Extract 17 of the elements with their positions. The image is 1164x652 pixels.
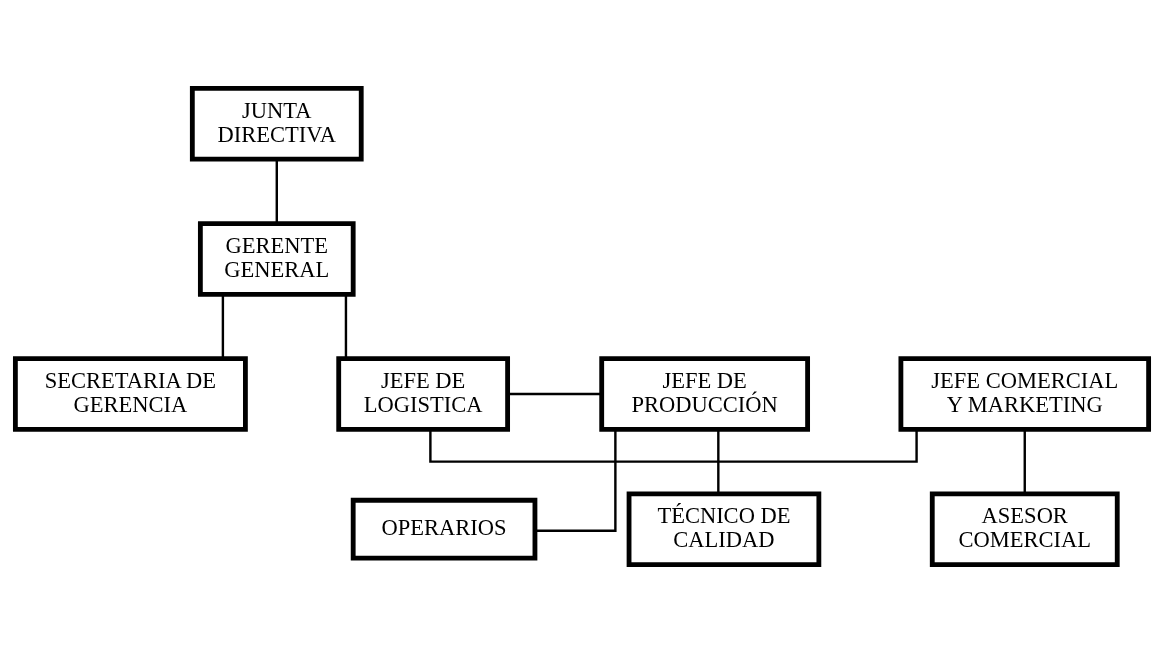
node-box: TÉCNICO DE CALIDAD bbox=[626, 490, 822, 567]
connector bbox=[535, 429, 617, 532]
node-box: JEFE DE LOGISTICA bbox=[336, 355, 510, 432]
node-box: JUNTA DIRECTIVA bbox=[189, 85, 364, 162]
node-box: SECRETARIA DE GERENCIA bbox=[12, 355, 248, 432]
node-box: OPERARIOS bbox=[350, 497, 538, 561]
node-box: JEFE DE PRODUCCIÓN bbox=[599, 355, 810, 432]
connector bbox=[275, 158, 278, 223]
connector bbox=[344, 293, 348, 358]
node-box: ASESOR COMERCIAL bbox=[929, 490, 1120, 567]
connector bbox=[507, 392, 602, 395]
node-box: GERENTE GENERAL bbox=[197, 220, 356, 297]
connector bbox=[429, 429, 918, 463]
node-box: JEFE COMERCIAL Y MARKETING bbox=[898, 355, 1152, 432]
connector bbox=[221, 293, 225, 358]
connector bbox=[717, 429, 720, 493]
connector bbox=[1023, 429, 1026, 493]
